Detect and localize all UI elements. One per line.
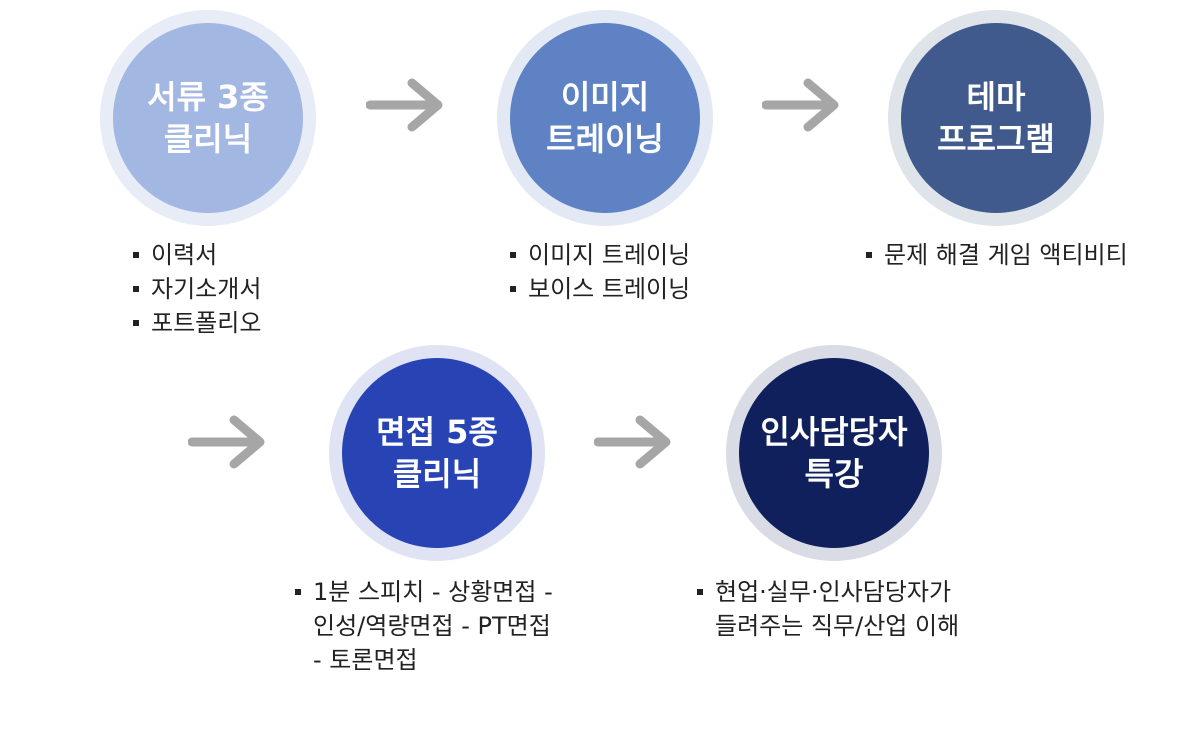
step-2-node: 이미지 트레이닝 bbox=[497, 10, 713, 226]
step-2-title-line1: 이미지 bbox=[560, 78, 650, 116]
step-4-bullet-line2: 인성/역량면접 - PT면접 bbox=[313, 612, 551, 640]
step-5-node: 인사담당자 특강 bbox=[726, 345, 942, 561]
step-5-bullet-line1: 현업·실무·인사담당자가 bbox=[715, 578, 952, 606]
step-4-node: 면접 5종 클리닉 bbox=[329, 345, 545, 561]
arrow-right-icon bbox=[188, 415, 265, 469]
step-2-title-line2: 트레이닝 bbox=[546, 120, 664, 158]
step-4-bullet-list: 1분 스피치 - 상황면접 - 인성/역량면접 - PT면접 - 토론면접 bbox=[295, 575, 553, 677]
step-1-bullet-list: 이력서 자기소개서 포트폴리오 bbox=[133, 238, 261, 340]
step-3-node: 테마 프로그램 bbox=[888, 10, 1104, 226]
list-item: 이미지 트레이닝 bbox=[510, 238, 690, 272]
list-item: 현업·실무·인사담당자가 들려주는 직무/산업 이해 bbox=[697, 575, 959, 643]
step-5-title-line1: 인사담당자 bbox=[760, 413, 908, 451]
step-1-title-line2: 클리닉 bbox=[163, 120, 253, 158]
list-item: 1분 스피치 - 상황면접 - 인성/역량면접 - PT면접 - 토론면접 bbox=[295, 575, 553, 677]
step-4-title-line2: 클리닉 bbox=[392, 455, 482, 493]
list-item: 포트폴리오 bbox=[133, 306, 261, 340]
step-5-circle: 인사담당자 특강 bbox=[739, 358, 929, 548]
step-5-title-line2: 특강 bbox=[804, 455, 864, 493]
step-5-bullet-list: 현업·실무·인사담당자가 들려주는 직무/산업 이해 bbox=[697, 575, 959, 643]
step-3-bullet-list: 문제 해결 게임 액티비티 bbox=[866, 238, 1128, 272]
step-5-bullet-line2: 들려주는 직무/산업 이해 bbox=[715, 612, 960, 640]
step-3-title-line1: 테마 bbox=[966, 78, 1026, 116]
step-3-title-line2: 프로그램 bbox=[937, 120, 1055, 158]
step-3-circle: 테마 프로그램 bbox=[901, 23, 1091, 213]
list-item: 자기소개서 bbox=[133, 272, 261, 306]
step-4-bullet-line3: - 토론면접 bbox=[313, 646, 418, 674]
arrow-right-icon bbox=[366, 78, 443, 132]
step-2-circle: 이미지 트레이닝 bbox=[510, 23, 700, 213]
step-4-circle: 면접 5종 클리닉 bbox=[342, 358, 532, 548]
step-4-bullet-line1: 1분 스피치 - 상황면접 - bbox=[313, 578, 553, 606]
arrow-right-icon bbox=[762, 78, 839, 132]
step-2-bullet-list: 이미지 트레이닝 보이스 트레이닝 bbox=[510, 238, 690, 306]
list-item: 보이스 트레이닝 bbox=[510, 272, 690, 306]
list-item: 이력서 bbox=[133, 238, 261, 272]
arrow-right-icon bbox=[594, 415, 671, 469]
step-1-title-line1: 서류 3종 bbox=[147, 78, 269, 116]
list-item: 문제 해결 게임 액티비티 bbox=[866, 238, 1128, 272]
step-1-circle: 서류 3종 클리닉 bbox=[113, 23, 303, 213]
step-4-title-line1: 면접 5종 bbox=[376, 413, 498, 451]
step-1-node: 서류 3종 클리닉 bbox=[100, 10, 316, 226]
